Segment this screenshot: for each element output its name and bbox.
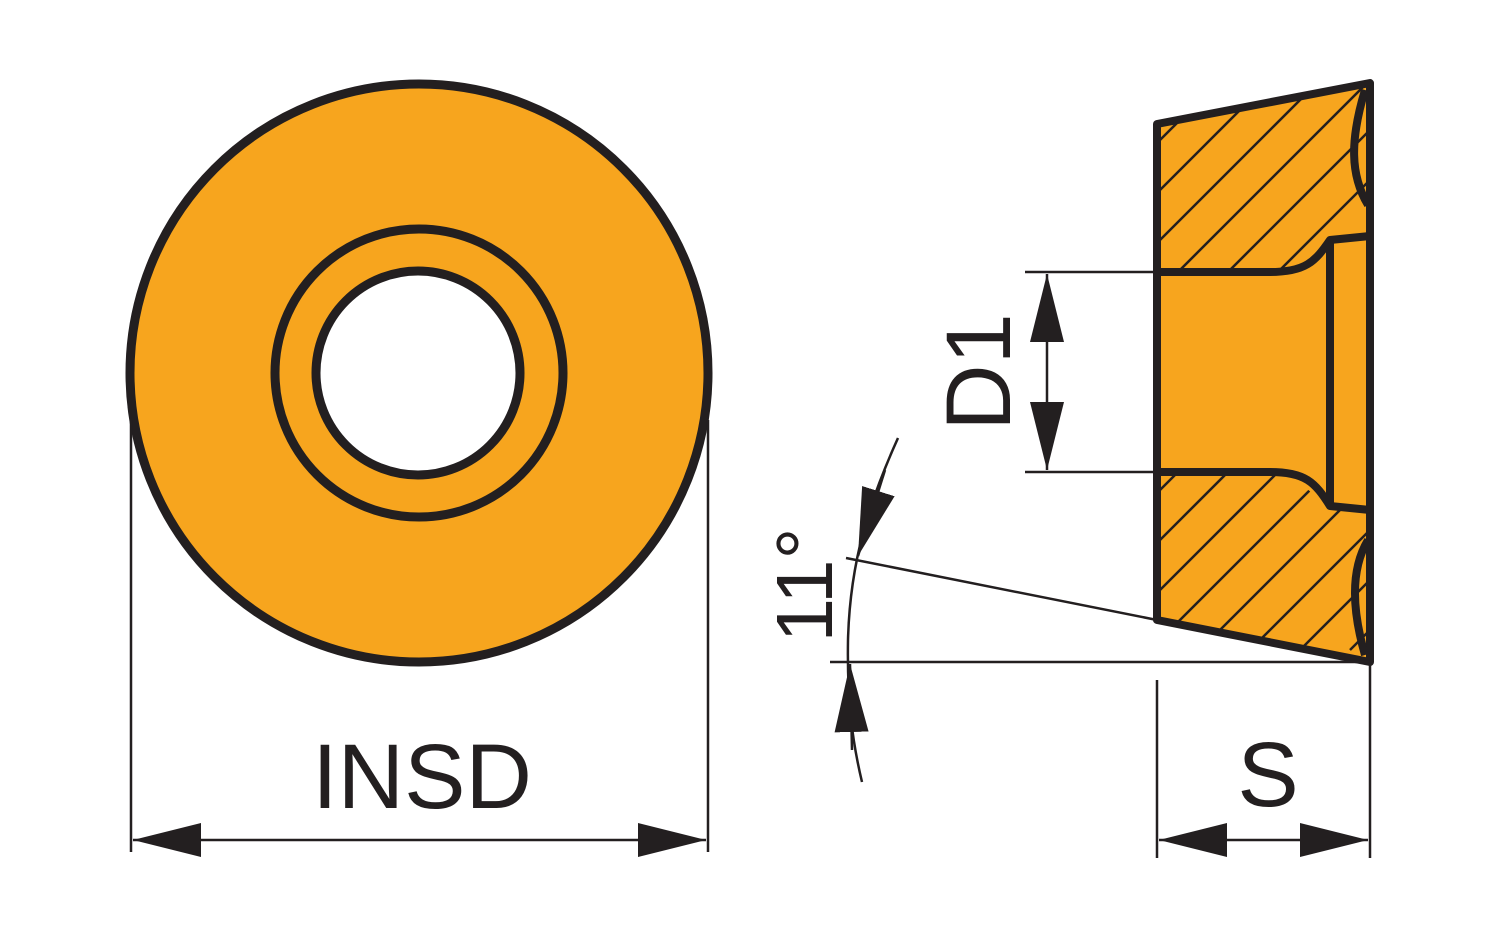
center-hole — [311, 266, 525, 480]
s-label: S — [1237, 724, 1298, 826]
insd-dimension — [129, 420, 710, 857]
section-outline — [1157, 83, 1370, 662]
middle-ring — [270, 224, 568, 522]
insert-top-view — [125, 79, 713, 667]
insd-label: INSD — [312, 726, 532, 828]
insert-section-view — [1153, 79, 1374, 666]
d1-label: D1 — [928, 313, 1030, 431]
s-dimension — [1155, 662, 1372, 858]
angle-label: 11° — [760, 527, 849, 642]
angle-dimension — [830, 437, 1370, 783]
d1-dimension — [1025, 270, 1157, 474]
